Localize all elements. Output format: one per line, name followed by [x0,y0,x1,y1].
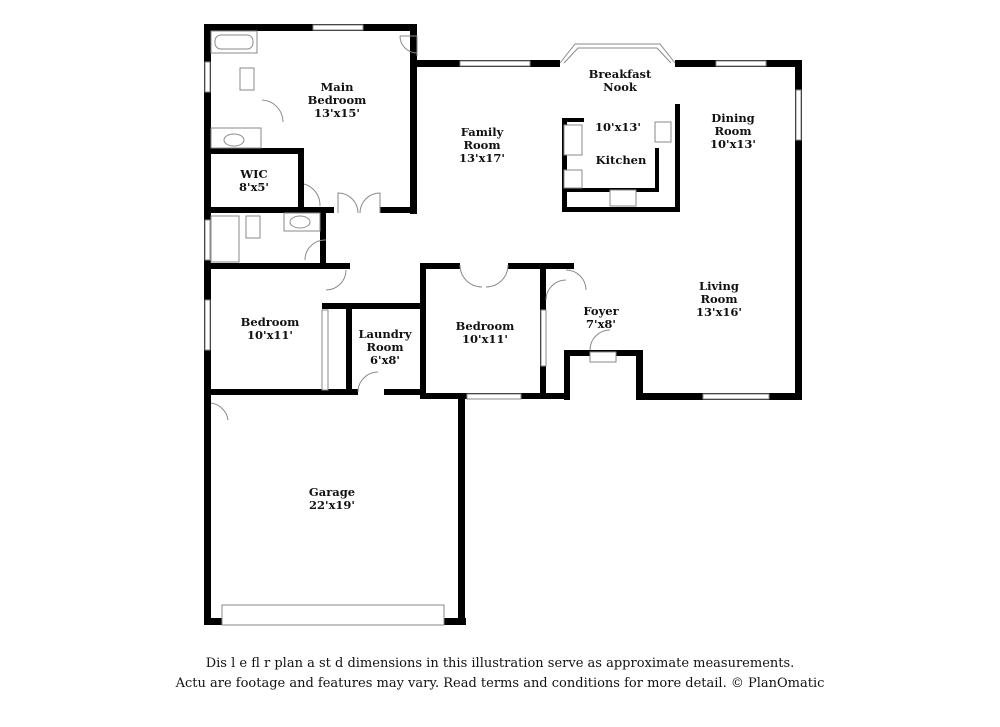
wic-size: 8'x5' [239,180,269,194]
windows [204,24,802,626]
bedroom-left-size: 10'x11' [247,328,293,342]
kitchen-name: Kitchen [596,153,647,167]
bedroom-left-name: Bedroom [241,315,300,329]
wic-name: WIC [239,167,267,181]
bedroom-center-size: 10'x11' [462,332,508,346]
disclaimer-line-1: Dis l e fl r plan a st d dimensions in t… [205,656,795,671]
disclaimer-line-2: Actu are footage and features may vary. … [175,676,825,691]
foyer-size: 7'x8' [586,317,616,331]
main-bedroom-size: 13'x15' [314,106,360,120]
doors [210,35,617,421]
garage-name: Garage [309,485,355,499]
dining-room-size: 10'x13' [710,137,756,151]
family-room-size: 13'x17' [459,151,505,165]
bedroom-center-name: Bedroom [456,319,515,333]
laundry-room-size: 6'x8' [370,353,400,367]
garage-size: 22'x19' [309,498,355,512]
foyer-name: Foyer [583,304,619,318]
fixtures [210,30,672,263]
living-room-size: 13'x16' [696,305,742,319]
kitchen-size: 10'x13' [595,120,641,134]
